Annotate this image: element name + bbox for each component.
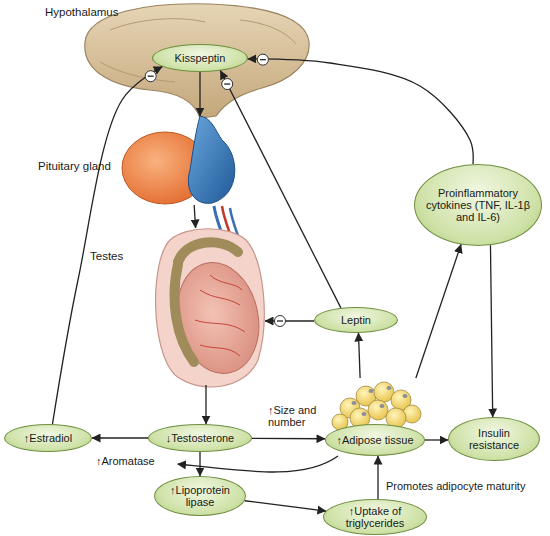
arrow-connector [199,452,200,476]
inhibition-symbol [145,71,156,82]
inhibition-symbol [257,54,268,65]
node-text: Insulin resistance [457,427,531,451]
process-ellipse: ↓Testosterone [148,424,252,452]
node-text: ↓Testosterone [166,432,234,444]
arrow-connector [199,72,200,116]
arrow-connector [245,501,326,511]
node-text: Leptin [341,314,371,326]
process-ellipse: ↑Estradiol [4,424,92,452]
part-label: Pituitary gland [38,160,111,172]
inhibition-circle [145,71,156,82]
arrow-connector [416,245,461,378]
arrow-connector [425,439,448,440]
testis-shape [167,255,269,381]
arrow-connector [52,67,162,424]
adipose-ellipse: ↑Adipose tissue [325,424,425,456]
node-text: ↑Adipose tissue [336,434,413,446]
arrow-connector [194,205,195,228]
node-text: Proinflammatory cytokines (TNF, IL-1β an… [425,187,531,223]
illustration-node: ↑Adipose tissue [325,378,425,456]
inhibition-minus [224,83,230,84]
inhibition-minus [148,76,154,77]
edge-label: Promotes adipocyte maturity [386,480,546,492]
arrow-connector [248,59,473,164]
arrow-connector [265,320,314,321]
testis-vein [195,275,245,356]
node-text: Kisspeptin [175,52,226,64]
inhibition-circle [222,79,233,90]
inhibition-minus [277,320,283,321]
fat-cell-cluster [332,382,421,430]
inhibition-symbol [275,316,286,327]
posterior-pituitary [188,116,234,203]
hypothalamus-fold [100,19,296,82]
node-text: ↑Lipoprotein lipase [163,484,237,508]
inhibition-symbol [222,79,233,90]
inhibition-minus [260,59,266,60]
inhibition-circle [275,316,286,327]
hypothalamus-shape [85,4,309,118]
part-label: Testes [90,250,123,262]
arrow-connector [92,437,148,438]
part-label: Hypothalamus [45,6,119,18]
arrow-connector [252,438,325,440]
edge-label: ↑Size and number [268,404,326,428]
process-ellipse: Insulin resistance [448,417,540,461]
illustration-node: Pituitary gland [122,116,240,205]
fat-cell-nucleus [352,386,408,416]
illustration-node: Testes [155,228,265,385]
enzyme-label: ↑Aromatase [96,455,155,467]
aromatase-arrow [178,456,338,472]
arrow-connector [377,456,378,499]
arrow-connector [220,71,340,308]
epididymis-shape [175,242,238,362]
process-ellipse: Leptin [314,307,398,333]
node-text: ↑Uptake of triglycerides [332,505,418,529]
arrow-connector [358,333,360,378]
arrow-connector [490,245,492,417]
process-ellipse: Kisspeptin [152,44,248,72]
inhibition-circle [257,54,268,65]
process-ellipse: ↑Lipoprotein lipase [154,476,246,516]
illustration-node: HypothalamusKisspeptin [40,0,312,118]
process-ellipse: ↑Uptake of triglycerides [323,499,427,535]
arrow-connector [205,385,206,424]
node-text: ↑Estradiol [24,432,72,444]
process-ellipse: Proinflammatory cytokines (TNF, IL-1β an… [414,164,542,246]
